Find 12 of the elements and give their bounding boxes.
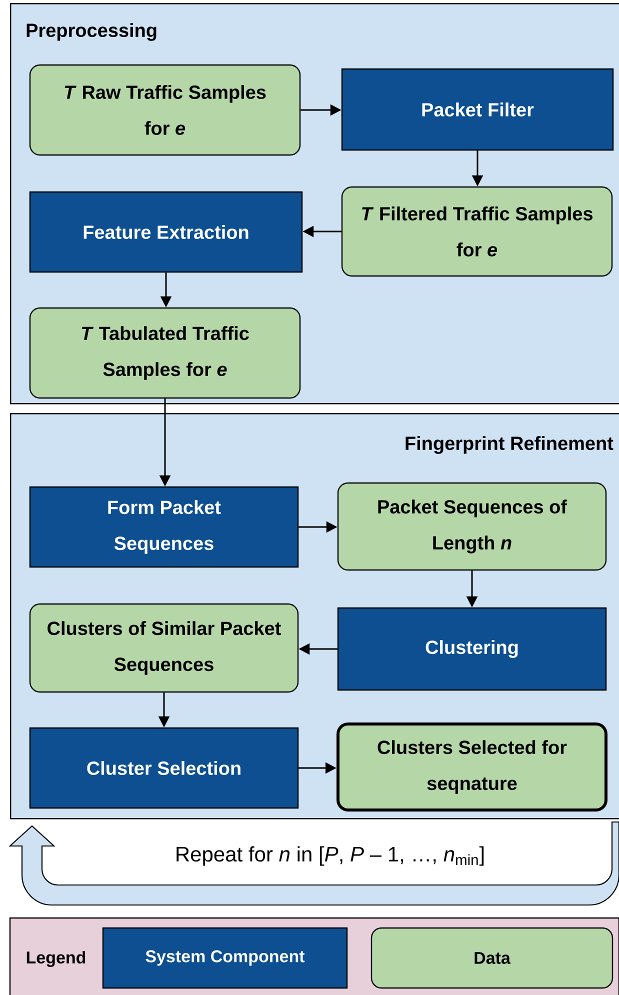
process-box: Clustering <box>337 607 607 691</box>
process-box: Form Packet Sequences <box>29 486 299 568</box>
data-box: Clusters Selected for seqnature <box>336 722 608 812</box>
process-box: Feature Extraction <box>29 191 303 273</box>
data-box: T Tabulated Traffic Samples for e <box>29 307 301 399</box>
legend-title: Legend <box>26 951 86 967</box>
process-box: Cluster Selection <box>29 727 299 809</box>
data-box: T Raw Traffic Samples for e <box>29 64 301 156</box>
data-box: Clusters of Similar Packet Sequences <box>29 603 299 693</box>
data-box: Packet Sequences of Length n <box>337 482 607 571</box>
process-box: Packet Filter <box>341 68 614 151</box>
data-box: T Filtered Traffic Samples for e <box>341 186 613 277</box>
